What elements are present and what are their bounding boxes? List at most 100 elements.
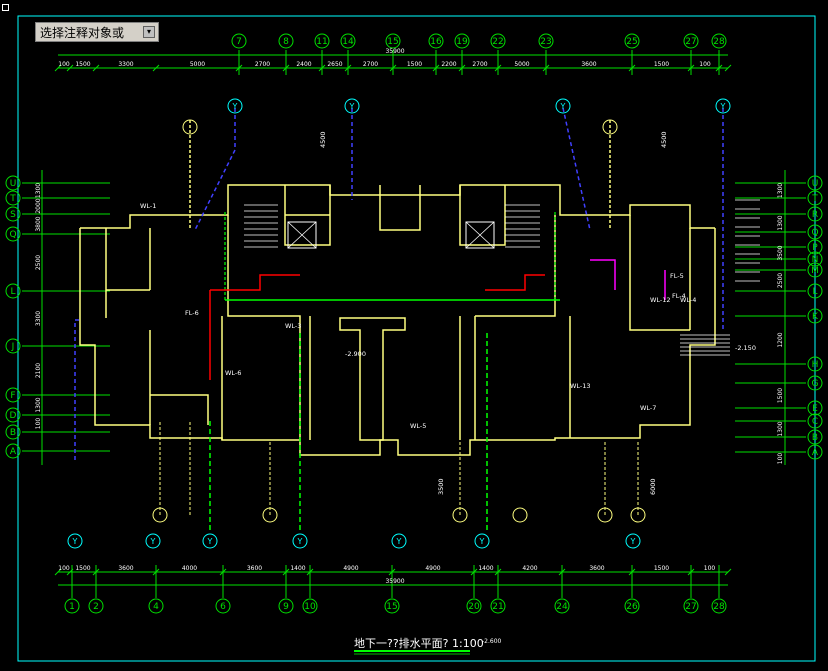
axis-bubble-left [5, 443, 21, 459]
pipe-label: WL-13 [570, 382, 591, 390]
axis-bubble-bottom-label: 15 [386, 602, 397, 612]
command-prompt-box[interactable]: 选择注释对象或 ▾ [35, 22, 159, 42]
dim-tick [66, 64, 74, 72]
dim-text-top: 100 [699, 61, 711, 68]
dim-text-bottom: 3600 [247, 565, 262, 572]
axis-bubble-right-label: K [812, 312, 819, 322]
drain-pipe [485, 274, 545, 291]
dim-note: 6000 [649, 478, 657, 495]
dim-text-bottom: 4900 [425, 565, 440, 572]
dim-text-right: 1200 [777, 332, 784, 347]
dim-tick [628, 64, 636, 72]
dim-text-bottom: 4000 [182, 565, 197, 572]
axis-bubble-bottom [88, 598, 104, 614]
dim-tick [687, 568, 695, 576]
axis-bubble-top-label: 28 [713, 37, 725, 47]
axis-bubble-left-label: T [9, 194, 16, 204]
elevation-right: -2.150 [735, 344, 756, 352]
axis-bubble-bottom [384, 598, 400, 614]
dim-text-top: 100 [58, 61, 70, 68]
viewport-corner-box [2, 4, 9, 11]
axis-bubble-right [807, 283, 823, 299]
dim-text-top: 2200 [441, 61, 456, 68]
dim-tick [542, 64, 550, 72]
pipe-marker-y [202, 533, 218, 549]
axis-bubble-top [538, 33, 554, 49]
drain-pipe [159, 420, 191, 515]
axis-bubble-left-label: F [10, 391, 15, 401]
axis-bubble-right [807, 224, 823, 240]
axis-bubble-right [807, 262, 823, 278]
dim-tick [494, 568, 502, 576]
dim-text-bottom-total: 35900 [385, 578, 404, 585]
axis-bubble-right [807, 308, 823, 324]
dim-text-top: 3300 [118, 61, 133, 68]
dim-tick [494, 64, 502, 72]
elevator-left-x [287, 221, 317, 249]
dim-text-top: 5000 [514, 61, 529, 68]
drain-pipe [590, 259, 666, 300]
axis-bubble-bottom [64, 598, 80, 614]
dim-text-left: 3300 [35, 311, 42, 326]
pipe-label: FL-6 [185, 309, 199, 317]
dim-tick [219, 568, 227, 576]
pipe-marker-y-label: Y [150, 537, 156, 546]
dim-text-left: 1300 [35, 183, 42, 198]
dim-text-top: 2400 [296, 61, 311, 68]
axis-bubble-top-label: 22 [492, 37, 503, 47]
dim-tick [687, 64, 695, 72]
dim-text-bottom: 1400 [290, 565, 305, 572]
axis-bubble-right-label: M [811, 266, 819, 276]
pipe-riser-circle [597, 507, 613, 523]
axis-bubble-top [385, 33, 401, 49]
axis-bubble-top-label: 8 [283, 37, 289, 47]
pipe-riser-circle [602, 119, 618, 135]
dim-note: 3500 [437, 478, 445, 495]
axis-bubble-right [807, 375, 823, 391]
dim-text-top: 1500 [654, 61, 669, 68]
drain-pipe [562, 107, 591, 231]
axis-bubble-left-label: Q [9, 230, 16, 240]
axis-bubble-right-label: P [812, 243, 818, 253]
pipe-marker-y [292, 533, 308, 549]
dropdown-arrow-icon[interactable]: ▾ [143, 26, 155, 38]
axis-bubble-bottom [554, 598, 570, 614]
axis-bubble-right [807, 190, 823, 206]
dim-text-right: 1500 [777, 388, 784, 403]
axis-bubble-top [231, 33, 247, 49]
dim-tick [54, 568, 62, 576]
dim-tick [470, 568, 478, 576]
axis-bubble-right-label: E [812, 404, 818, 414]
elevator-left [287, 221, 317, 249]
building-wall [629, 215, 691, 331]
pipe-riser-circle [452, 507, 468, 523]
axis-bubble-right [807, 206, 823, 222]
axis-bubble-top-label: 19 [456, 37, 468, 47]
axis-bubble-bottom-label: 27 [685, 602, 696, 612]
dim-text-left: 2500 [35, 255, 42, 270]
dim-text-left: 2000 [35, 198, 42, 213]
dim-text-right: 3500 [777, 245, 784, 260]
axis-bubble-bottom-label: 26 [626, 602, 638, 612]
pipe-marker-y [67, 533, 83, 549]
axis-bubble-top [340, 33, 356, 49]
axis-bubble-bottom [148, 598, 164, 614]
axis-bubble-left-label: L [10, 287, 15, 297]
axis-bubble-bottom-label: 21 [492, 602, 503, 612]
dim-text-left: 100 [35, 418, 42, 430]
dim-tick [628, 568, 636, 576]
elevator-right-x [465, 221, 495, 249]
drain-pipe [224, 210, 556, 300]
pipe-marker-y [715, 98, 731, 114]
dim-tick [432, 64, 440, 72]
axis-bubble-bottom-label: 20 [468, 602, 480, 612]
pipe-marker-y-label: Y [396, 537, 402, 546]
dim-tick [92, 568, 100, 576]
axis-bubble-right-label: A [812, 448, 819, 458]
axis-bubble-right [807, 400, 823, 416]
pipe-label: FL-4 [672, 292, 686, 300]
pipe-label: FL-5 [670, 272, 684, 280]
dim-tick [92, 64, 100, 72]
axis-bubble-right-label: G [812, 379, 819, 389]
